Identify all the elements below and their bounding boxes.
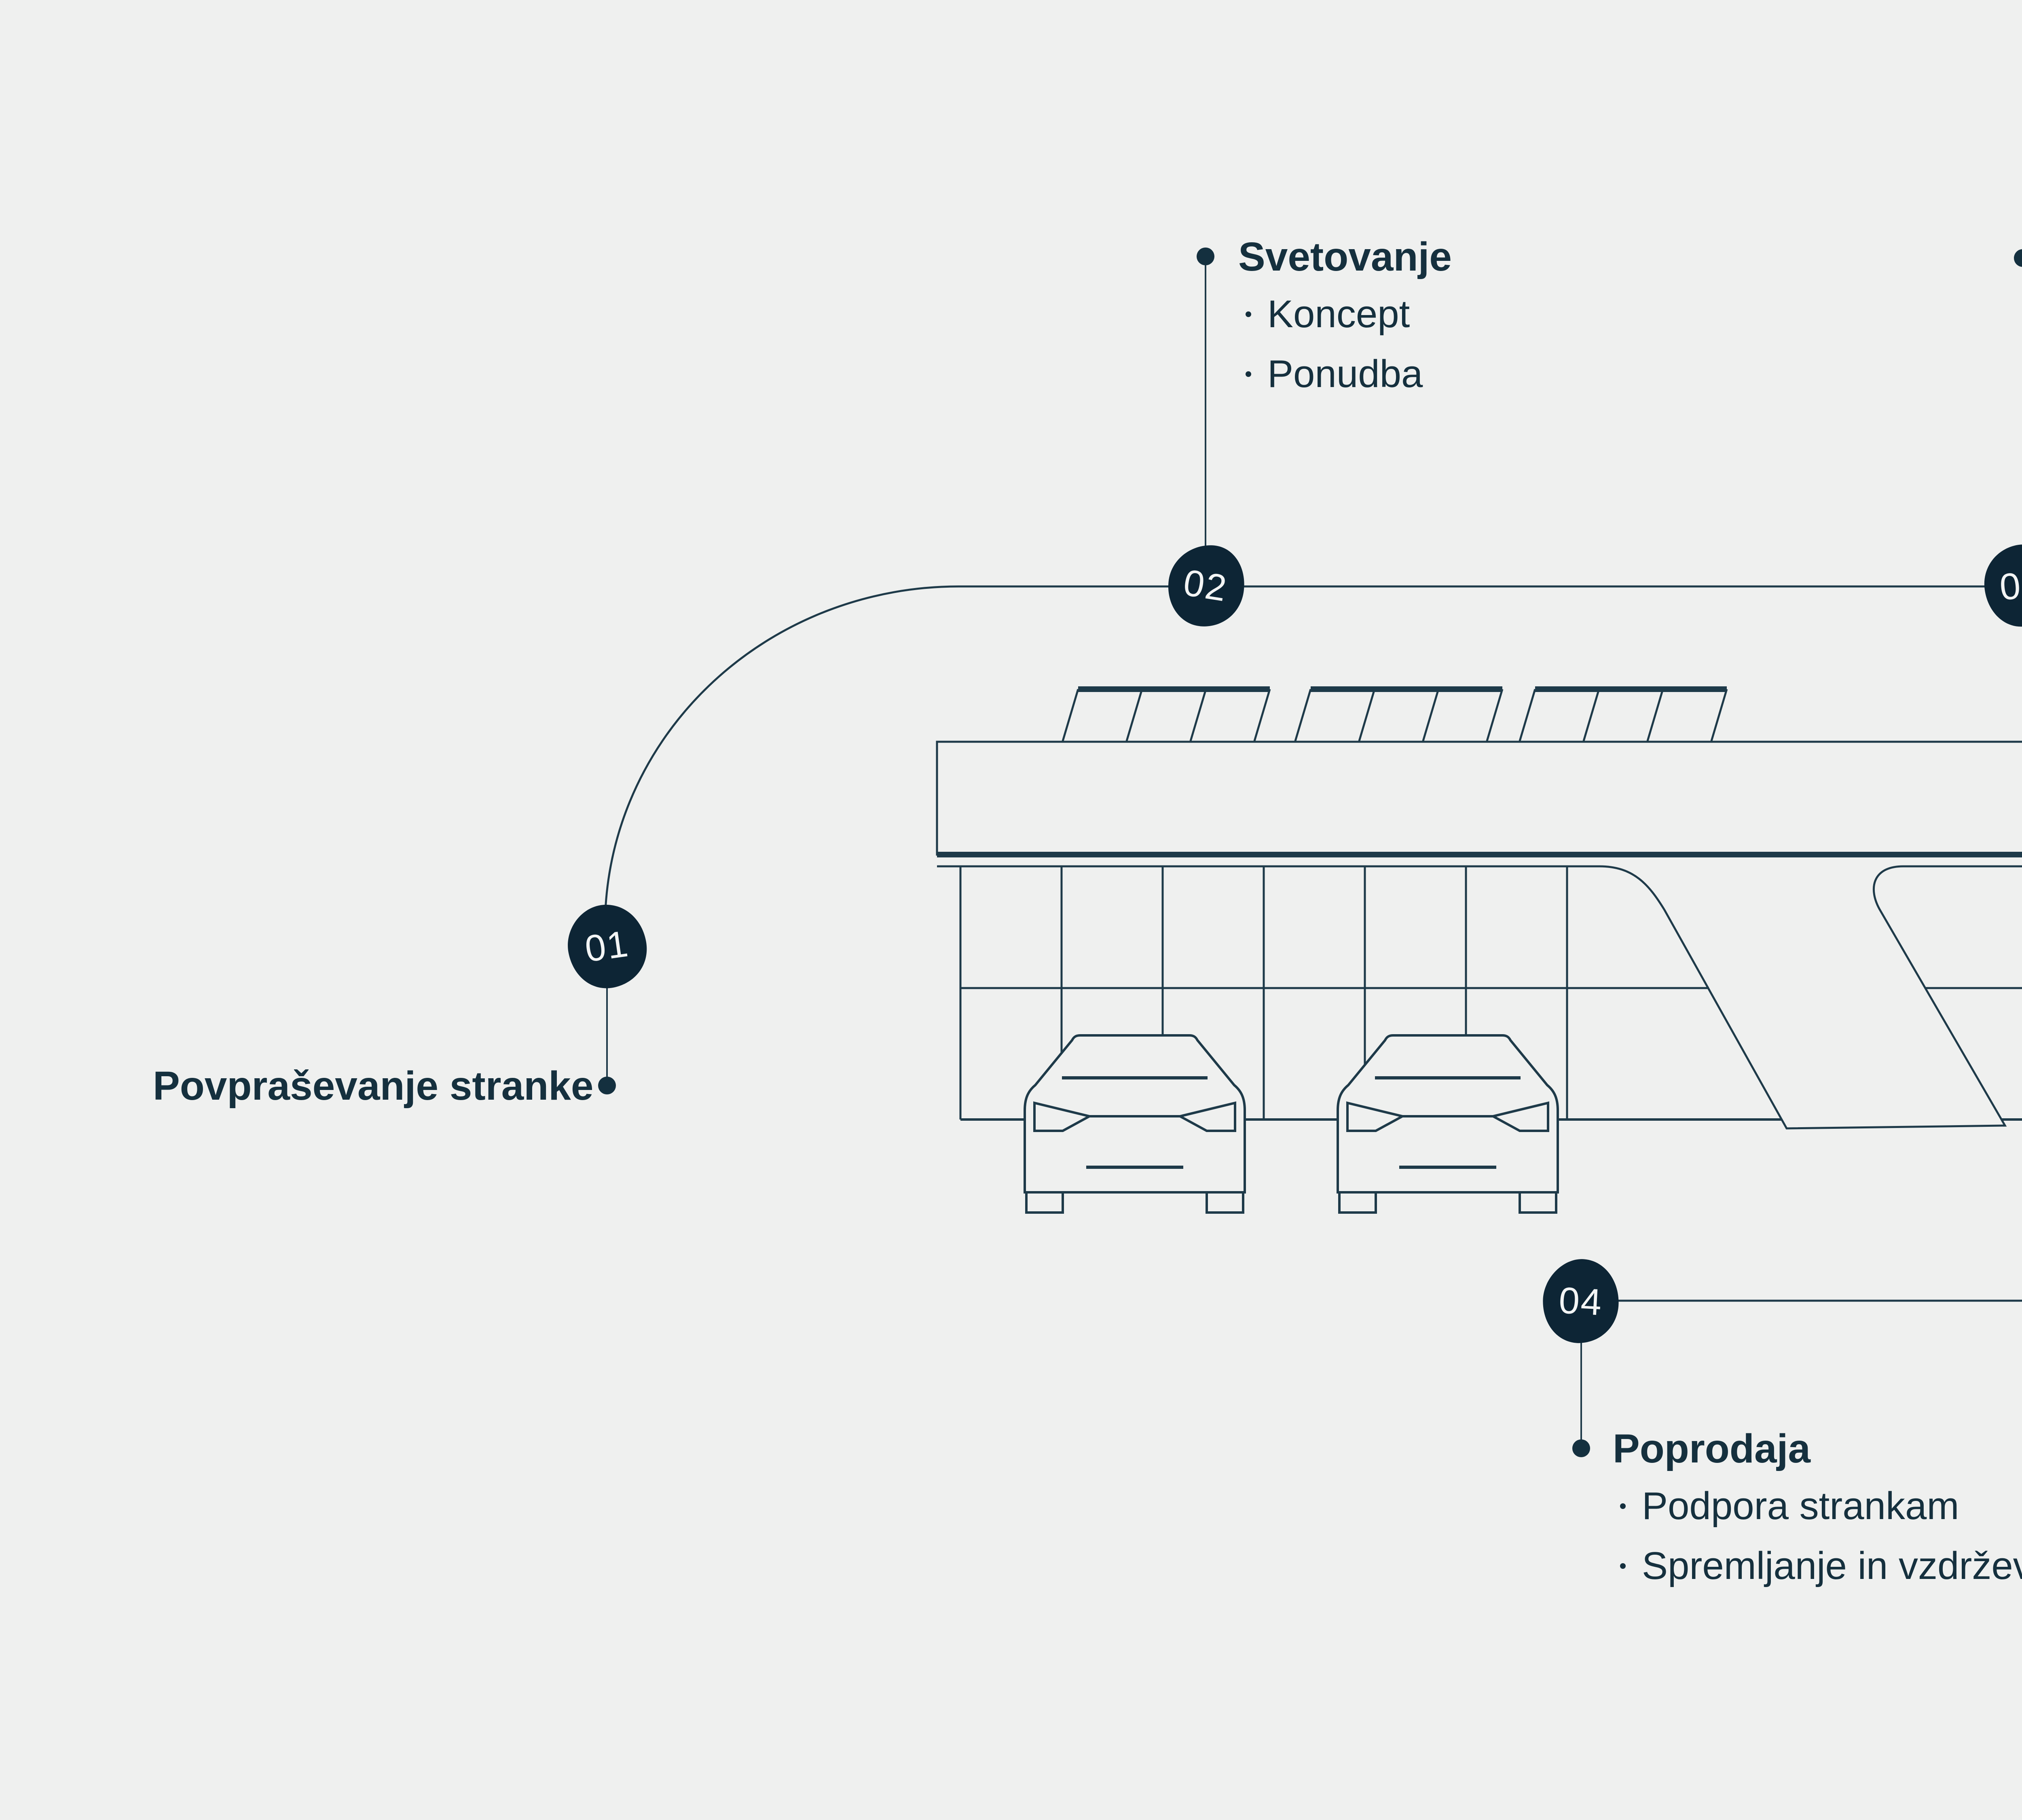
list-item-text: Ponudba <box>1267 352 1423 396</box>
badge-step-03: 03 <box>1976 537 2022 634</box>
bullet-dot <box>1246 311 1251 317</box>
list-item: Koncept <box>1246 284 1423 344</box>
cars <box>1024 1034 1559 1214</box>
bullet-dot <box>1620 1563 1626 1569</box>
solar-panel-group <box>1062 686 1271 741</box>
label-dot-step-04 <box>1572 1439 1590 1457</box>
step-02-heading: Svetovanje <box>1238 234 1452 279</box>
badge-blob <box>1543 1259 1619 1343</box>
label-dot-step-01 <box>598 1077 616 1094</box>
car <box>1024 1034 1246 1214</box>
badge-number: 03 <box>1998 563 2022 608</box>
building-fascia <box>936 741 2022 856</box>
step-01-label: Povpraševanje stranke <box>153 1063 594 1109</box>
badge-blob <box>1984 544 2022 627</box>
process-loop-path <box>604 585 2022 1302</box>
list-item-text: Spremljanje in vzdrževanje <box>1642 1544 2022 1587</box>
step-02-items: Koncept Ponudba <box>1246 284 1423 404</box>
badge-step-01: 01 <box>559 896 654 997</box>
facade-mullions-left <box>959 866 1568 1120</box>
bullet-dot <box>1620 1503 1626 1509</box>
badge-number: 04 <box>1558 1279 1604 1323</box>
solar-panel-group <box>1519 686 1728 741</box>
solar-panel-group <box>1294 686 1504 741</box>
label-dot-step-02 <box>1197 248 1214 265</box>
list-item-text: Podpora strankam <box>1642 1484 1959 1528</box>
car <box>1337 1034 1559 1214</box>
badge-step-04: 04 <box>1537 1254 1624 1349</box>
step-04-heading: Poprodaja <box>1613 1426 1810 1471</box>
badge-number: 01 <box>582 923 632 970</box>
canopy-and-strut <box>937 865 2022 1130</box>
list-item: Podpora strankam <box>1620 1476 2022 1536</box>
label-dot-step-03 <box>2014 249 2022 267</box>
step-04-items: Podpora strankam Spremljanje in vzdrževa… <box>1620 1476 2022 1596</box>
bullet-dot <box>1246 371 1251 377</box>
list-item: Ponudba <box>1246 344 1423 404</box>
showroom-building <box>936 686 2022 1130</box>
badge-step-02: 02 <box>1157 534 1254 637</box>
list-item-text: Koncept <box>1267 292 1410 336</box>
list-item: Spremljanje in vzdrževanje <box>1620 1536 2022 1596</box>
badge-blob <box>568 905 647 988</box>
badge-number: 02 <box>1180 561 1231 609</box>
badge-blob <box>1168 545 1244 626</box>
